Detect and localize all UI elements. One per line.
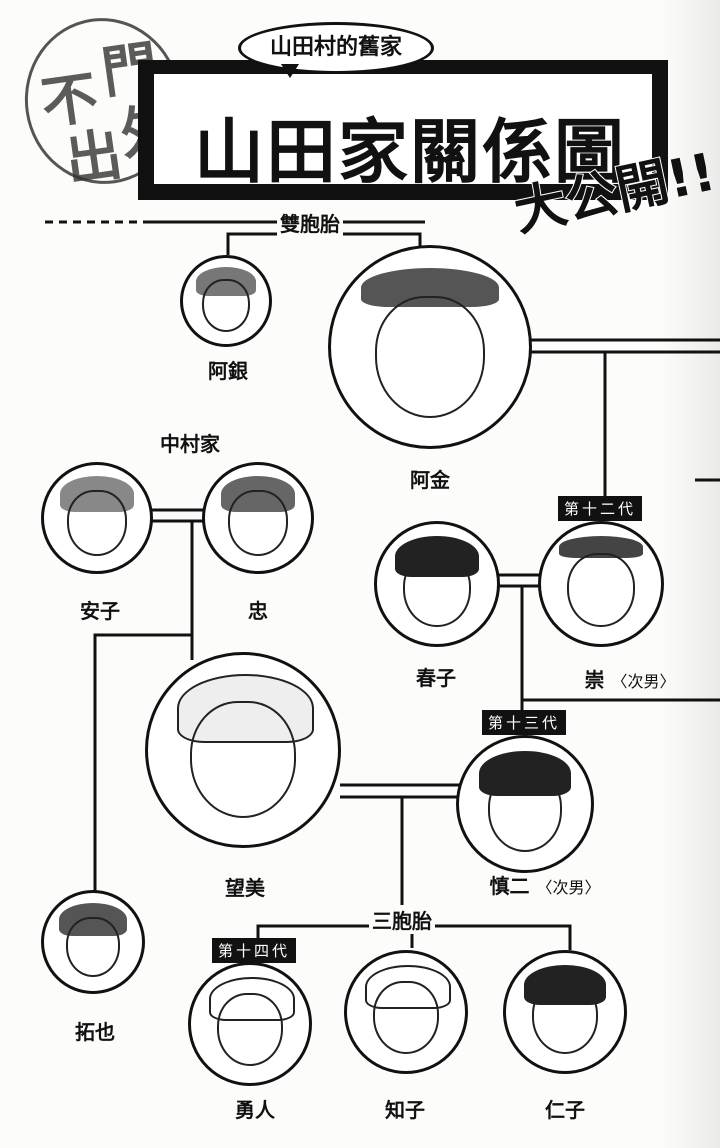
portrait-yuto	[188, 962, 312, 1086]
note-shinji: 〈次男〉	[536, 878, 601, 897]
name-takashi-text: 崇	[584, 668, 605, 692]
name-gin: 阿銀	[208, 359, 248, 383]
name-takashi: 崇 〈次男〉	[585, 664, 676, 693]
portrait-gin	[180, 255, 272, 347]
generation-badge-12: 第十二代	[557, 496, 643, 521]
subtitle-bubble: 山田村的舊家	[238, 22, 434, 78]
name-shinji-text: 慎二	[489, 874, 530, 898]
generation-badge-13: 第十三代	[481, 710, 567, 735]
portrait-nozomi	[145, 652, 341, 848]
name-nozomi: 望美	[225, 876, 265, 900]
name-shinji: 慎二 〈次男〉	[490, 870, 601, 899]
name-tomoko: 知子	[385, 1098, 425, 1122]
name-hitoko: 仁子	[545, 1098, 585, 1122]
name-yasuko: 安子	[80, 599, 120, 623]
portrait-kin	[328, 245, 532, 449]
name-yuto: 勇人	[235, 1098, 275, 1122]
takuya-line	[93, 633, 192, 892]
title-box: 山田家關係圖	[138, 60, 668, 200]
note-takashi: 〈次男〉	[611, 672, 676, 691]
name-tadashi: 忠	[248, 599, 268, 623]
stamp-char: 出	[61, 122, 127, 195]
name-haruko: 春子	[416, 666, 456, 690]
portrait-takashi	[538, 521, 664, 647]
portrait-hitoko	[503, 950, 627, 1074]
portrait-tadashi	[202, 462, 314, 574]
portrait-yasuko	[41, 462, 153, 574]
name-takuya: 拓也	[75, 1020, 115, 1044]
portrait-haruko	[374, 521, 500, 647]
nakamura-family-label: 中村家	[160, 432, 220, 456]
portrait-shinji	[456, 735, 594, 873]
triplets-label: 三胞胎	[369, 905, 435, 934]
generation-badge-14: 第十四代	[211, 938, 297, 963]
page-title: 山田家關係圖	[194, 111, 626, 193]
name-kin: 阿金	[410, 468, 450, 492]
portrait-tomoko	[344, 950, 468, 1074]
portrait-takuya	[41, 890, 145, 994]
twins-label: 雙胞胎	[277, 208, 343, 237]
